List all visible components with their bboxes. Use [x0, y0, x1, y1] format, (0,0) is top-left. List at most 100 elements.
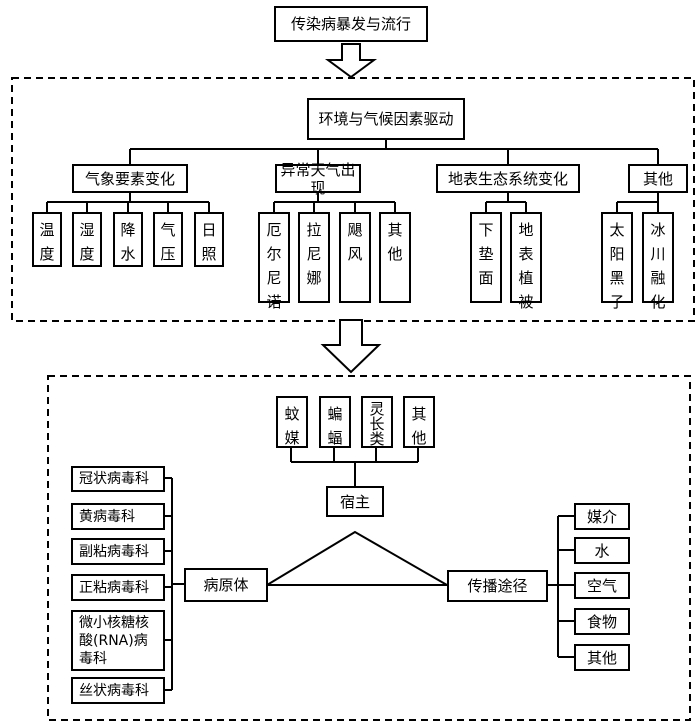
- item-char: 垫: [478, 245, 494, 263]
- category-label: 地表生态系统变化: [447, 169, 568, 188]
- route-vector: 媒介: [574, 503, 630, 530]
- item-char: 尼: [266, 269, 282, 287]
- route-item-label: 空气: [586, 576, 617, 595]
- env-header-box: 环境与气候因素驱动: [307, 98, 465, 140]
- factor-pressure: 气压: [153, 212, 183, 267]
- item-char: 蝙: [327, 405, 343, 423]
- factor-el-nino: 厄尔尼诺: [258, 212, 290, 311]
- item-char: 日: [201, 221, 217, 239]
- item-char: 飓: [347, 221, 363, 239]
- category-abnormal-weather: 异常天气出现: [275, 161, 361, 197]
- host-primate: 灵长类: [361, 396, 393, 448]
- factor-vegetation: 地表植被: [510, 212, 542, 311]
- factor-weather-other: 其他: [379, 212, 411, 303]
- factor-humidity: 湿度: [72, 212, 102, 267]
- category-label: 其他: [642, 169, 673, 188]
- pathogen-flaviviridae: 黄病毒科: [71, 503, 165, 530]
- category-other: 其他: [628, 164, 688, 193]
- item-char: 灵: [369, 400, 385, 418]
- pathogen-item-label: 冠状病毒科: [79, 471, 149, 487]
- factor-precipitation: 降水: [113, 212, 143, 267]
- bio-container: [47, 375, 691, 721]
- item-char: 尔: [266, 245, 282, 263]
- route-label: 传播途径: [467, 577, 528, 595]
- item-char: 下: [478, 221, 494, 239]
- item-char: 他: [387, 245, 403, 263]
- route-other: 其他: [574, 644, 630, 671]
- item-char: 水: [120, 245, 136, 263]
- item-char: 长: [369, 415, 385, 433]
- item-char: 温: [39, 221, 55, 239]
- pathogen-coronaviridae: 冠状病毒科: [71, 466, 165, 492]
- category-meteorology: 气象要素变化: [72, 164, 188, 193]
- pathogen-item-label: 黄病毒科: [79, 508, 135, 525]
- pathogen-picornaviridae: 微小核糖核酸(RNA)病毒科: [71, 610, 165, 671]
- item-char: 媒: [284, 429, 300, 447]
- relation-triangle: [263, 530, 451, 586]
- item-char: 风: [347, 245, 363, 263]
- item-char: 度: [39, 245, 55, 263]
- item-char: 其: [411, 405, 427, 423]
- route-item-label: 水: [594, 541, 610, 560]
- pathogen-item-label: 副粘病毒科: [79, 543, 149, 560]
- pathogen-orthomyxoviridae: 正粘病毒科: [71, 574, 165, 601]
- factor-temperature: 温度: [32, 212, 62, 267]
- item-char: 融: [650, 269, 666, 287]
- item-char: 他: [411, 429, 427, 447]
- item-char: 植: [518, 269, 534, 287]
- route-air: 空气: [574, 572, 630, 599]
- item-char: 蝠: [327, 429, 343, 447]
- item-char: 黑: [609, 269, 625, 287]
- category-label: 异常天气出现: [280, 160, 356, 197]
- route-food: 食物: [574, 608, 630, 635]
- item-char: 阳: [609, 245, 625, 263]
- pathogen-label: 病原体: [203, 576, 249, 594]
- route-item-label: 其他: [586, 648, 617, 667]
- item-char: 诺: [266, 293, 282, 311]
- env-header-text: 环境与气候因素驱动: [318, 110, 454, 128]
- factor-underlying-surface: 下垫面: [470, 212, 502, 303]
- item-char: 表: [518, 245, 534, 263]
- item-char: 尼: [306, 245, 322, 263]
- host-bat: 蝙蝠: [319, 396, 351, 448]
- host-label: 宿主: [339, 492, 370, 511]
- arrow-down-2: [320, 319, 382, 374]
- item-char: 面: [478, 269, 494, 287]
- route-item-label: 食物: [586, 612, 617, 631]
- item-char: 地: [518, 221, 534, 239]
- factor-sunspots: 太阳黑子: [601, 212, 633, 311]
- item-char: 冰: [650, 221, 666, 239]
- item-char: 厄: [266, 221, 282, 239]
- host-other: 其他: [403, 396, 435, 448]
- item-char: 气: [160, 221, 176, 239]
- item-char: 被: [518, 293, 534, 311]
- pathogen-item-label: 微小核糖核酸(RNA)病毒科: [79, 614, 149, 667]
- arrow-down-1: [324, 43, 378, 79]
- factor-la-nina: 拉尼娜: [298, 212, 330, 303]
- item-char: 化: [650, 293, 666, 311]
- pathogen-item-label: 丝状病毒科: [79, 682, 149, 699]
- pathogen-box: 病原体: [184, 568, 268, 602]
- pathogen-filoviridae: 丝状病毒科: [71, 677, 165, 704]
- title-text: 传染病暴发与流行: [290, 15, 411, 33]
- factor-hurricane: 飓风: [339, 212, 371, 303]
- category-label: 气象要素变化: [84, 169, 175, 188]
- host-box: 宿主: [326, 486, 384, 517]
- item-char: 湿: [79, 221, 95, 239]
- host-mosquito: 蚊媒: [276, 396, 308, 448]
- item-char: 子: [609, 293, 625, 311]
- pathogen-paramyxoviridae: 副粘病毒科: [71, 538, 165, 565]
- item-char: 类: [369, 430, 385, 448]
- item-char: 降: [120, 221, 136, 239]
- item-char: 照: [201, 245, 217, 263]
- item-char: 度: [79, 245, 95, 263]
- item-char: 娜: [306, 269, 322, 287]
- factor-glacier-melt: 冰川融化: [642, 212, 674, 311]
- route-item-label: 媒介: [586, 507, 617, 526]
- category-ecosystem: 地表生态系统变化: [436, 164, 580, 193]
- route-box: 传播途径: [447, 570, 548, 602]
- pathogen-item-label: 正粘病毒科: [79, 579, 149, 596]
- item-char: 太: [609, 221, 625, 239]
